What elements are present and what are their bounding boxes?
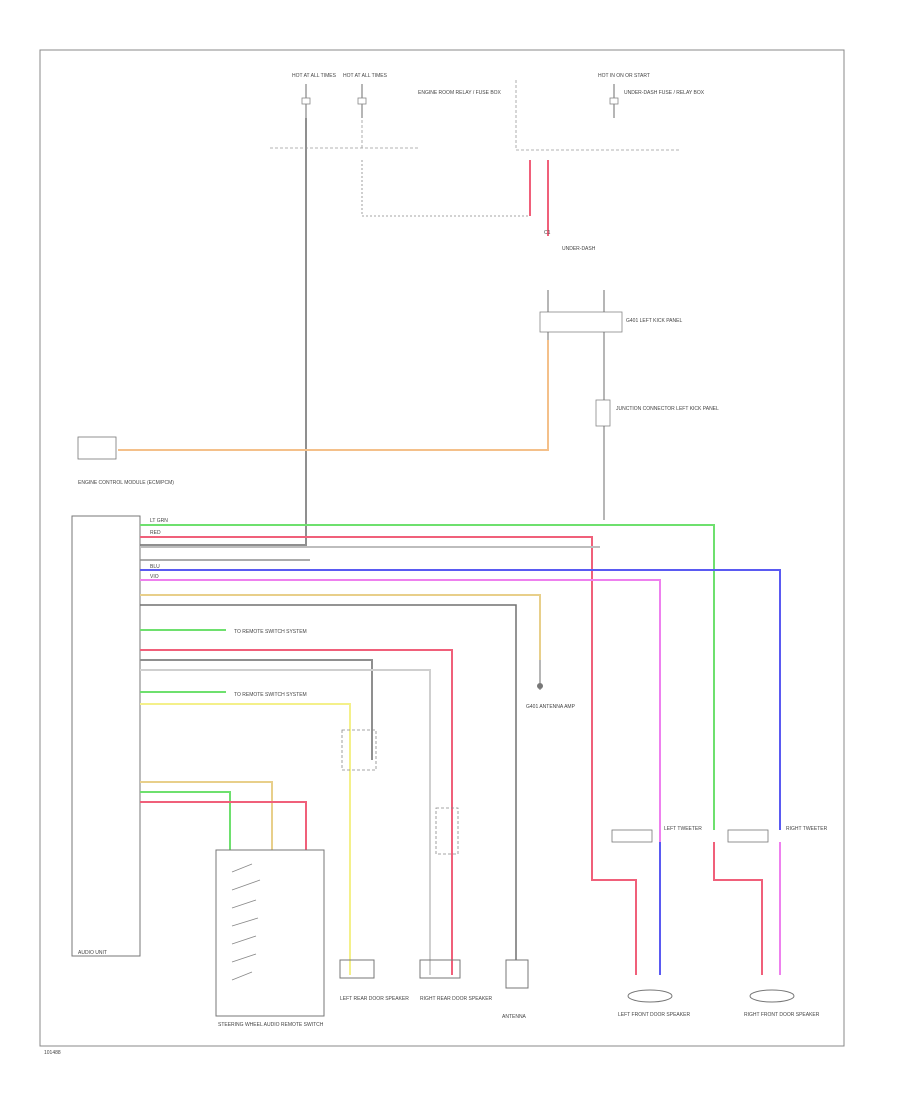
g401-relay: G401 LEFT KICK PANEL UNDER-DASH [539, 246, 682, 333]
rr-speaker-label: RIGHT REAR DOOR SPEAKER [420, 996, 493, 1002]
fuse-1-label: HOT AT ALL TIMES [292, 73, 337, 79]
wire-dark-gray [140, 659, 373, 760]
wire-red-low [140, 801, 307, 850]
wire-label-blu: BLU [150, 564, 160, 570]
junction-connector: JUNCTION CONNECTOR LEFT KICK PANEL [595, 370, 719, 520]
fuse-3-label: HOT IN ON OR START [598, 73, 650, 79]
steering-remote-switch: STEERING WHEEL AUDIO REMOTE SWITCH [215, 849, 325, 1028]
antenna-amp-label: G401 ANTENNA AMP [526, 704, 576, 710]
footer-code: 101488 [44, 1050, 61, 1056]
wire-blu-red [140, 604, 517, 960]
left-tweeter: LEFT TWEETER [611, 826, 702, 843]
antenna-label: ANTENNA [502, 1014, 527, 1020]
wire-brn [140, 594, 541, 660]
engine-room-box: ENGINE ROOM RELAY / FUSE BOX [270, 90, 502, 149]
remote-switch-note-1: TO REMOTE SWITCH SYSTEM [234, 629, 307, 635]
svg-text:C1: C1 [544, 230, 551, 236]
under-dash-box: UNDER-DASH FUSE / RELAY BOX [515, 80, 705, 151]
engine-control-module: ENGINE CONTROL MODULE (ECM/PCM) [77, 436, 174, 486]
wire-green-low [140, 791, 231, 850]
left-tweeter-label: LEFT TWEETER [664, 826, 702, 832]
wire-label-lt-grn: LT GRN [150, 518, 168, 524]
rf-speaker-label: RIGHT FRONT DOOR SPEAKER [744, 1012, 820, 1018]
lf-speaker-label: LEFT FRONT DOOR SPEAKER [618, 1012, 690, 1018]
fuse-2-label: HOT AT ALL TIMES [343, 73, 388, 79]
wire-lt-grn [140, 524, 715, 830]
remote-switch-note-2: TO REMOTE SWITCH SYSTEM [234, 692, 307, 698]
antenna-amp: G401 ANTENNA AMP [526, 660, 576, 710]
svg-text:UNDER-DASH: UNDER-DASH [562, 246, 596, 252]
wire-violet [140, 579, 661, 975]
wire-white [140, 669, 431, 975]
wire-label-vio: VIO [150, 574, 159, 580]
fuse-3: HOT IN ON OR START [598, 73, 650, 118]
ecm-label: ENGINE CONTROL MODULE (ECM/PCM) [78, 480, 174, 486]
fuse-1: HOT AT ALL TIMES [292, 73, 337, 118]
steering-switch-label: STEERING WHEEL AUDIO REMOTE SWITCH [218, 1022, 324, 1028]
audio-unit-label: AUDIO UNIT [78, 950, 107, 956]
wire-blue [140, 569, 781, 830]
right-front-door-speaker: RIGHT FRONT DOOR SPEAKER [744, 989, 820, 1018]
wire-label-red: RED [150, 530, 161, 536]
under-dash-box-label: UNDER-DASH FUSE / RELAY BOX [624, 90, 705, 96]
antenna-symbol: ANTENNA [502, 959, 529, 1020]
lr-speaker-label: LEFT REAR DOOR SPEAKER [340, 996, 409, 1002]
wire-yellow [140, 703, 351, 975]
wire-orange-ecm [118, 340, 549, 451]
wire-pink [140, 649, 453, 975]
diagram-border [39, 49, 845, 1047]
audio-unit: AUDIO UNIT [71, 515, 141, 957]
right-rear-door-speaker: RIGHT REAR DOOR SPEAKER [419, 959, 493, 1002]
wire-gray-feed [140, 118, 307, 546]
right-tweeter: RIGHT TWEETER [727, 826, 828, 843]
engine-room-box-label: ENGINE ROOM RELAY / FUSE BOX [418, 90, 502, 96]
wire-red [140, 536, 637, 975]
wire-tan-low [140, 781, 273, 850]
right-tweeter-label: RIGHT TWEETER [786, 826, 828, 832]
junction-label: JUNCTION CONNECTOR LEFT KICK PANEL [616, 406, 719, 412]
g401-label: G401 LEFT KICK PANEL [626, 318, 682, 324]
fuse-2: HOT AT ALL TIMES [343, 73, 388, 118]
left-rear-door-speaker: LEFT REAR DOOR SPEAKER [339, 959, 409, 1002]
left-front-door-speaker: LEFT FRONT DOOR SPEAKER [618, 989, 690, 1018]
